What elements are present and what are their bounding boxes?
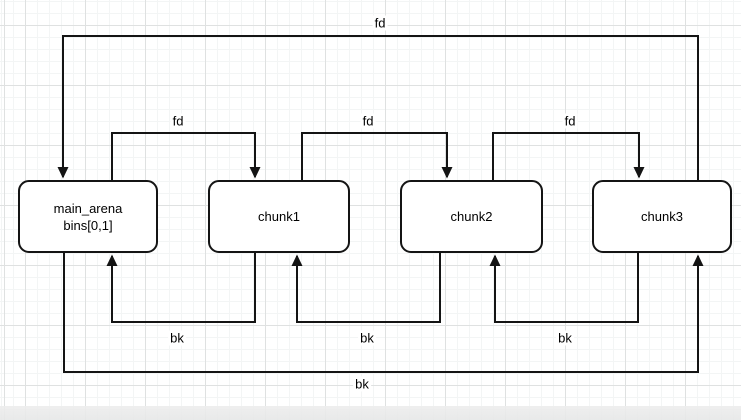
edge-label-bk-main-arena-to-chunk3: bk xyxy=(353,376,371,392)
node-chunk1-label: chunk1 xyxy=(258,209,300,224)
edge-fd-main-arena-to-chunk1 xyxy=(111,132,261,180)
node-chunk3-label: chunk3 xyxy=(641,209,683,224)
node-chunk1: chunk1 xyxy=(208,180,350,253)
node-chunk2-label: chunk2 xyxy=(450,209,493,224)
edge-label-fd-chunk2-to-chunk3: fd xyxy=(562,113,578,129)
edge-fd-chunk1-to-chunk2 xyxy=(301,132,453,180)
edge-label-bk-chunk2-to-chunk1: bk xyxy=(358,330,376,346)
node-main-arena-label-line1: main_arena xyxy=(53,200,123,216)
node-main-arena-label-line2: bins[0,1] xyxy=(63,217,113,233)
edge-bk-chunk2-to-chunk1 xyxy=(291,253,441,323)
edge-label-fd-chunk3-to-main-arena: fd xyxy=(372,15,388,31)
edge-label-bk-chunk1-to-main-arena: bk xyxy=(168,330,186,346)
edge-fd-chunk3-to-main-arena xyxy=(57,35,699,180)
edge-label-fd-main-arena-to-chunk1: fd xyxy=(170,113,186,129)
node-chunk3: chunk3 xyxy=(592,180,732,253)
edge-bk-chunk3-to-chunk2 xyxy=(489,253,639,323)
edge-fd-chunk2-to-chunk3 xyxy=(492,132,645,180)
edge-bk-chunk1-to-main-arena xyxy=(106,253,256,323)
edge-bk-main-arena-to-chunk3 xyxy=(63,253,704,373)
edge-label-bk-chunk3-to-chunk2: bk xyxy=(556,330,574,346)
node-chunk2: chunk2 xyxy=(400,180,543,253)
watermark-band xyxy=(0,406,741,420)
edge-label-fd-chunk1-to-chunk2: fd xyxy=(360,113,376,129)
node-main-arena: main_arena bins[0,1] xyxy=(18,180,158,253)
